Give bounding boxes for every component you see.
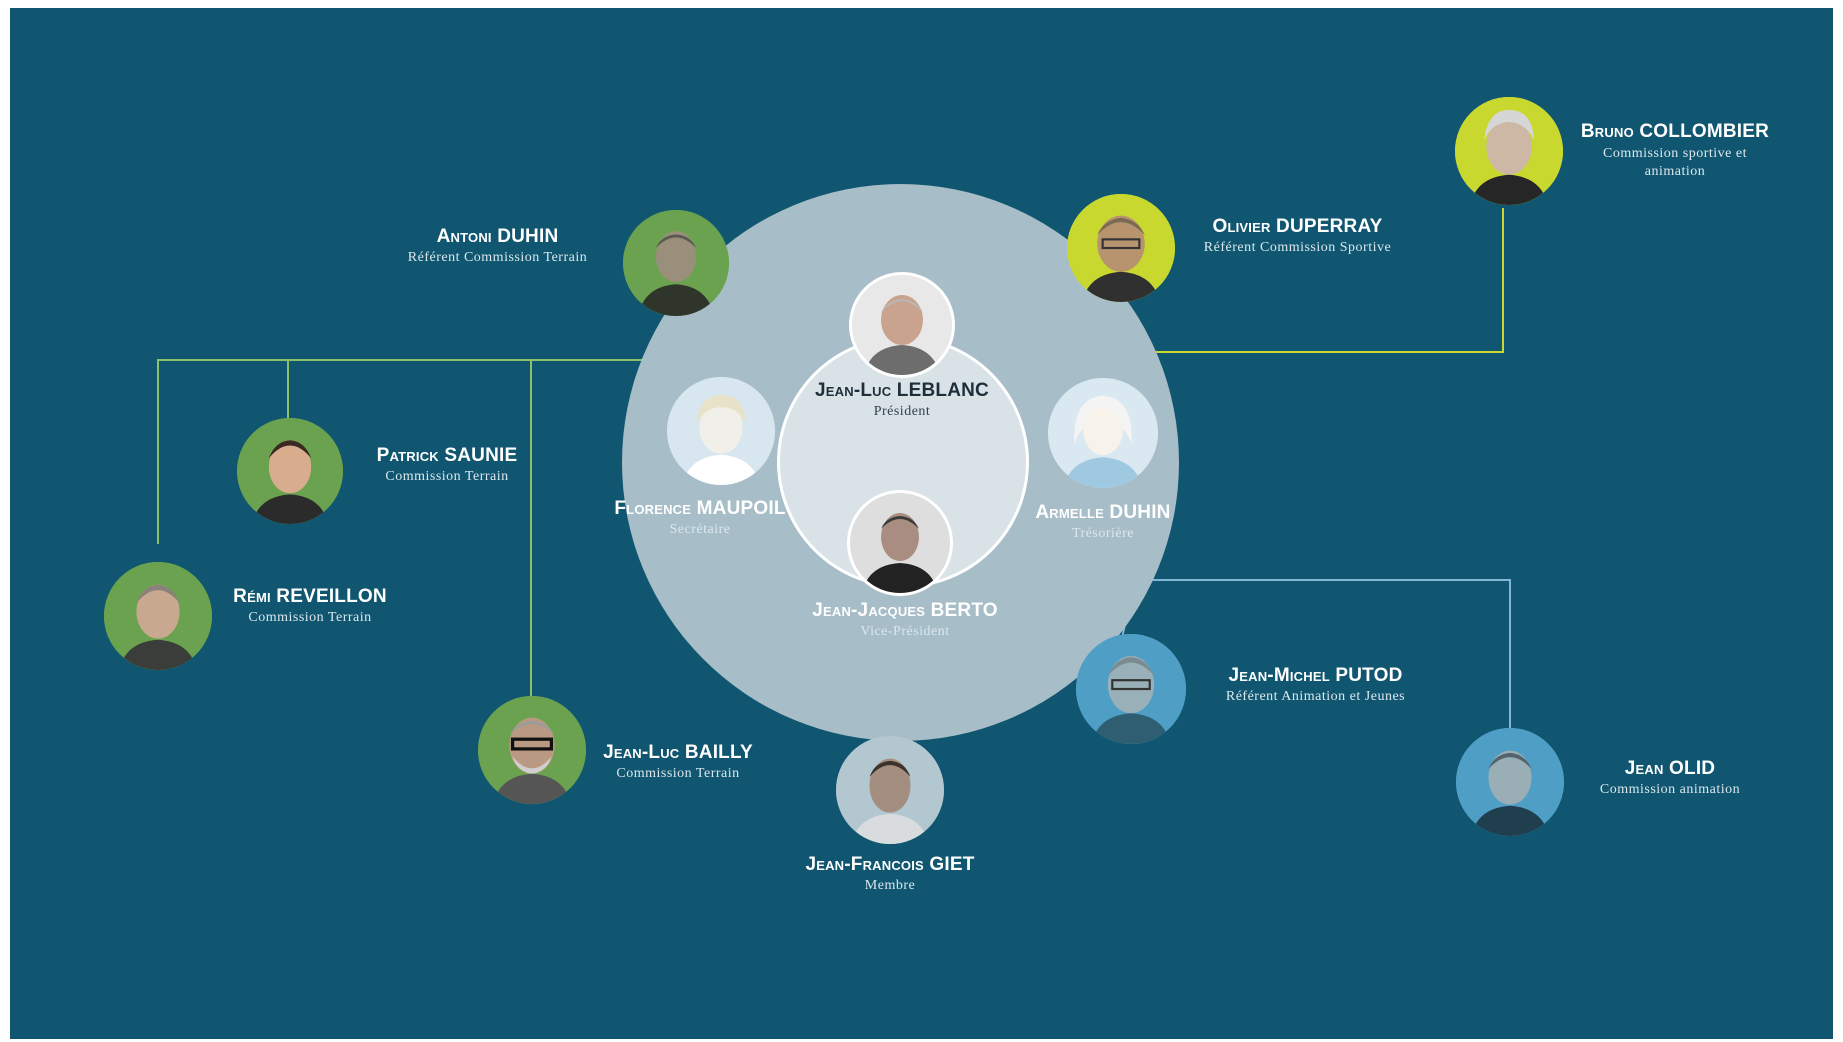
antoni-name: Antoni DUHIN — [436, 226, 559, 247]
reveillon-name: Rémi REVEILLON — [233, 586, 387, 607]
duperray-avatar — [1067, 194, 1175, 302]
bailly-name: Jean-Luc BAILLY — [603, 742, 753, 763]
giet-avatar — [836, 736, 944, 844]
giet-name: Jean-Francois GIET — [805, 854, 975, 875]
putod-avatar — [1076, 634, 1186, 744]
duperray-role: Référent Commission Sportive — [1203, 240, 1392, 255]
reveillon-role: Commission Terrain — [248, 610, 372, 625]
leblanc-avatar — [849, 272, 955, 378]
berto-name: Jean-Jacques BERTO — [812, 600, 998, 621]
armelle-name: Armelle DUHIN — [1035, 502, 1171, 523]
maupoil-name: Florence MAUPOIL — [614, 498, 786, 519]
saunie-name: Patrick SAUNIE — [376, 445, 518, 466]
giet-role: Membre — [864, 878, 916, 893]
animation-connector-line — [1148, 579, 1511, 728]
org-chart: Jean-Luc LEBLANC Président Jean-Jacques … — [10, 8, 1833, 1039]
antoni-avatar — [623, 210, 729, 316]
leblanc-name: Jean-Luc LEBLANC — [815, 380, 989, 401]
saunie-avatar — [237, 418, 343, 524]
saunie-role: Commission Terrain — [385, 469, 509, 484]
collombier-name: Bruno COLLOMBIER — [1580, 121, 1770, 142]
putod-role: Référent Animation et Jeunes — [1225, 689, 1406, 704]
berto-avatar — [847, 490, 953, 596]
armelle-avatar — [1048, 378, 1158, 488]
bailly-avatar — [478, 696, 586, 804]
olid-avatar — [1456, 728, 1564, 836]
reveillon-avatar — [104, 562, 212, 670]
berto-role: Vice-Président — [860, 624, 950, 639]
armelle-role: Trésorière — [1071, 526, 1135, 541]
maupoil-avatar — [667, 377, 775, 485]
putod-name: Jean-Michel PUTOD — [1228, 665, 1403, 686]
terrain-connector-line — [157, 359, 646, 544]
leblanc-role: Président — [873, 404, 931, 419]
collombier-role: Commission sportive et animation — [1603, 146, 1747, 179]
duperray-name: Olivier DUPERRAY — [1212, 216, 1383, 237]
collombier-avatar — [1455, 97, 1563, 205]
maupoil-role: Secrétaire — [669, 522, 731, 537]
antoni-role: Référent Commission Terrain — [407, 250, 588, 265]
olid-name: Jean OLID — [1624, 758, 1716, 779]
olid-role: Commission animation — [1599, 782, 1741, 797]
bailly-role: Commission Terrain — [616, 766, 740, 781]
